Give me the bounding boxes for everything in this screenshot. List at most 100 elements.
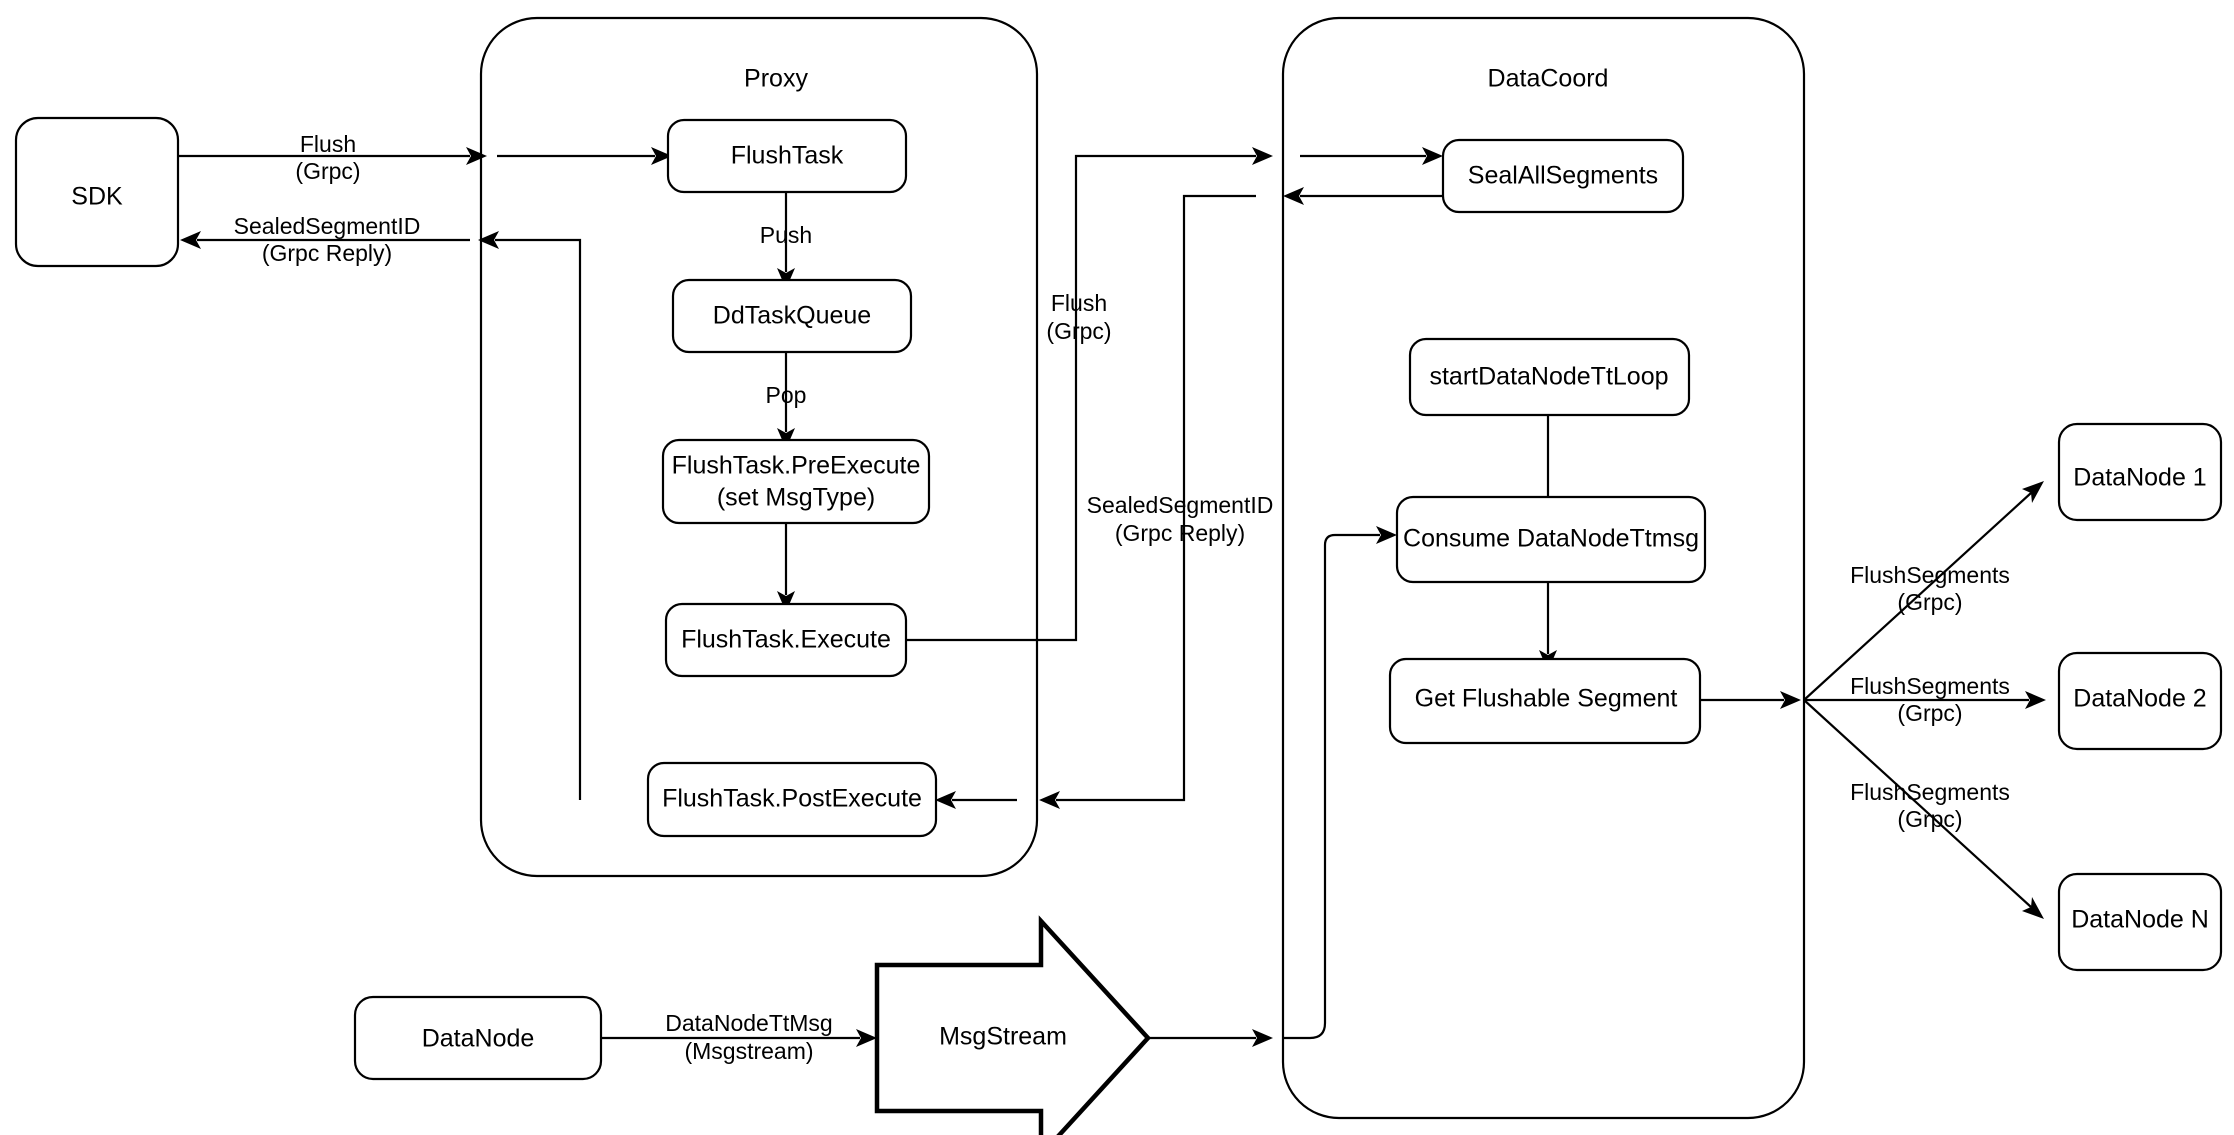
node-msgstream-shape[interactable] xyxy=(874,915,1152,1135)
node-flushtask[interactable]: FlushTask xyxy=(666,118,908,194)
node-datanode-2[interactable]: DataNode 2 xyxy=(2057,651,2223,751)
edge-datanoden-line xyxy=(1803,699,2032,908)
node-flushtask-postexecute-rect[interactable] xyxy=(646,761,938,838)
edge-label-flushsegments-2-line1: FlushSegments xyxy=(1850,673,2010,699)
edge-postexecute-to-proxyedge-arrowhead xyxy=(478,231,499,249)
node-datanode-1[interactable]: DataNode 1 xyxy=(2057,422,2223,522)
node-datanode-source-rect[interactable] xyxy=(353,995,603,1081)
node-sealallsegments[interactable]: SealAllSegments xyxy=(1441,138,1685,214)
node-datanode-1-label: DataNode 1 xyxy=(2073,464,2206,492)
node-flushtask-preexecute-label-line2: (set MsgType) xyxy=(717,484,875,512)
node-startdatanodettloop[interactable]: startDataNodeTtLoop xyxy=(1408,337,1691,417)
edge-flushtask-to-ddtaskqueue: Push xyxy=(760,192,812,289)
node-datanode-2-rect[interactable] xyxy=(2057,651,2223,751)
node-msgstream[interactable]: MsgStream xyxy=(874,915,1152,1135)
edge-datacoordedge-to-sealallsegments-arrowhead xyxy=(1422,147,1443,165)
node-flushtask-preexecute-label-line1: FlushTask.PreExecute xyxy=(672,452,921,480)
edge-label-flushsegments-1-line2: (Grpc) xyxy=(1897,589,1962,615)
edge-sealallsegments-to-postexecute: SealedSegmentID (Grpc Reply) xyxy=(935,187,1443,809)
node-consume-datanodettmsg-rect[interactable] xyxy=(1395,495,1707,584)
node-flushtask-preexecute[interactable]: FlushTask.PreExecute (set MsgType) xyxy=(661,438,931,525)
node-consume-datanodettmsg-label: Consume DataNodeTtmsg xyxy=(1403,525,1699,553)
edge-msgstream-to-datacoord-arrowhead xyxy=(1252,1029,1273,1047)
node-flushtask-preexecute-rect[interactable] xyxy=(661,438,931,525)
edge-label-flushsegments-n-line1: FlushSegments xyxy=(1850,779,2010,805)
node-datanode-n[interactable]: DataNode N xyxy=(2057,872,2223,972)
node-get-flushable-segment[interactable]: Get Flushable Segment xyxy=(1388,657,1702,745)
edge-msgstream-to-consume xyxy=(1148,526,1397,1047)
edge-label-sealedsegmentid-mid-line2: (Grpc Reply) xyxy=(1115,520,1245,546)
node-flushtask-execute[interactable]: FlushTask.Execute xyxy=(664,602,908,678)
edge-getflushable-junction-arrowhead xyxy=(1780,691,1801,709)
edge-flush-grpc-proxy-to-datacoord-arrowhead xyxy=(1252,147,1273,165)
container-proxy: Proxy xyxy=(479,16,1039,878)
edge-pop-arrowhead xyxy=(777,428,795,449)
node-sealallsegments-label: SealAllSegments xyxy=(1468,162,1658,190)
edge-junction-to-datanoden: FlushSegments (Grpc) xyxy=(1803,699,2044,919)
edge-junction-to-datanode2: FlushSegments (Grpc) xyxy=(1804,673,2046,726)
node-datanode-n-label: DataNode N xyxy=(2071,906,2209,934)
edge-preexecute-to-execute xyxy=(777,523,795,612)
node-flushtask-execute-label: FlushTask.Execute xyxy=(681,626,891,654)
edge-label-sealedsegmentid-reply-line2: (Grpc Reply) xyxy=(262,240,392,266)
edge-getflushable-to-junction xyxy=(1700,691,1801,709)
edge-sdk-to-proxy: Flush (Grpc) xyxy=(178,131,672,184)
edge-junction-to-datanode1: FlushSegments (Grpc) xyxy=(1803,481,2044,701)
node-flushtask-label: FlushTask xyxy=(731,142,844,170)
node-flushtask-postexecute[interactable]: FlushTask.PostExecute xyxy=(646,761,938,838)
node-ddtaskqueue[interactable]: DdTaskQueue xyxy=(671,278,913,354)
edge-sdk-to-proxy-arrowhead xyxy=(466,147,487,165)
node-sdk[interactable]: SDK xyxy=(14,116,180,268)
edge-datacoord-internal-to-consume-arrowhead xyxy=(1376,526,1397,544)
node-startdatanodettloop-label: startDataNodeTtLoop xyxy=(1429,363,1668,391)
edge-sealedsegmentid-reply-to-proxy-line xyxy=(1056,194,1256,802)
edge-datanode1-line xyxy=(1803,492,2032,701)
edge-datanode1-arrowhead xyxy=(2022,481,2044,503)
edge-proxyedge-to-flushtask-arrowhead xyxy=(651,147,672,165)
node-get-flushable-segment-rect[interactable] xyxy=(1388,657,1702,745)
node-datanode-source-label: DataNode xyxy=(422,1025,535,1053)
edge-label-flush-grpc-line2: (Grpc) xyxy=(295,158,360,184)
edge-datanode-msgstream-arrowhead xyxy=(856,1029,877,1047)
edge-datanoden-arrowhead xyxy=(2022,897,2044,919)
proxy-container-outline xyxy=(479,16,1039,878)
node-flushtask-postexecute-label: FlushTask.PostExecute xyxy=(662,785,922,813)
edge-label-sealedsegmentid-mid-line1: SealedSegmentID xyxy=(1087,492,1274,518)
node-datanode-n-rect[interactable] xyxy=(2057,872,2223,972)
node-flushtask-rect[interactable] xyxy=(666,118,908,194)
edge-label-push: Push xyxy=(760,222,812,248)
node-flushtask-execute-rect[interactable] xyxy=(664,602,908,678)
node-sdk-rect[interactable] xyxy=(14,116,180,268)
node-msgstream-label: MsgStream xyxy=(939,1023,1067,1051)
node-datanode-2-label: DataNode 2 xyxy=(2073,685,2206,713)
node-ddtaskqueue-rect[interactable] xyxy=(671,278,913,354)
edge-flush-grpc-proxy-to-datacoord-line xyxy=(906,154,1256,642)
node-datanode-1-rect[interactable] xyxy=(2057,422,2223,522)
node-consume-datanodettmsg[interactable]: Consume DataNodeTtmsg xyxy=(1395,495,1707,584)
edge-sealedsegmentid-reply-mid-arrowhead xyxy=(1039,791,1060,809)
node-sealallsegments-rect[interactable] xyxy=(1441,138,1685,214)
edge-sealallsegments-to-datacoordedge-arrowhead xyxy=(1283,187,1304,205)
edge-consume-to-getflushable xyxy=(1539,582,1557,671)
node-sdk-label: SDK xyxy=(71,183,123,211)
edge-label-flush-grpc-mid-line1: Flush xyxy=(1051,290,1107,316)
datacoord-container-outline xyxy=(1281,16,1806,1120)
edge-proxy-to-sdk: SealedSegmentID (Grpc Reply) xyxy=(180,213,582,800)
edge-proxyedge-to-sdk-arrowhead xyxy=(180,231,201,249)
edge-label-flushsegments-1-line1: FlushSegments xyxy=(1850,562,2010,588)
edge-execute-to-sealallsegments: Flush (Grpc) xyxy=(906,147,1443,642)
edge-label-flushsegments-n-line2: (Grpc) xyxy=(1897,806,1962,832)
edge-ddtaskqueue-to-preexecute: Pop xyxy=(766,352,806,449)
node-datanode-source[interactable]: DataNode xyxy=(353,995,603,1081)
edge-preexecute-execute-arrowhead xyxy=(777,591,795,612)
container-datacoord: DataCoord xyxy=(1281,16,1806,1120)
edge-label-flush-grpc-line1: Flush xyxy=(300,131,356,157)
edge-label-sealedsegmentid-reply-line1: SealedSegmentID xyxy=(234,213,421,239)
edge-datanode2-arrowhead xyxy=(2025,691,2046,709)
node-get-flushable-segment-label: Get Flushable Segment xyxy=(1415,685,1678,713)
edge-sealedsegmentid-reply-to-postexecute-arrowhead xyxy=(935,791,956,809)
edge-datacoord-internal-to-consume-line xyxy=(1283,533,1380,1040)
node-startdatanodettloop-rect[interactable] xyxy=(1408,337,1691,417)
